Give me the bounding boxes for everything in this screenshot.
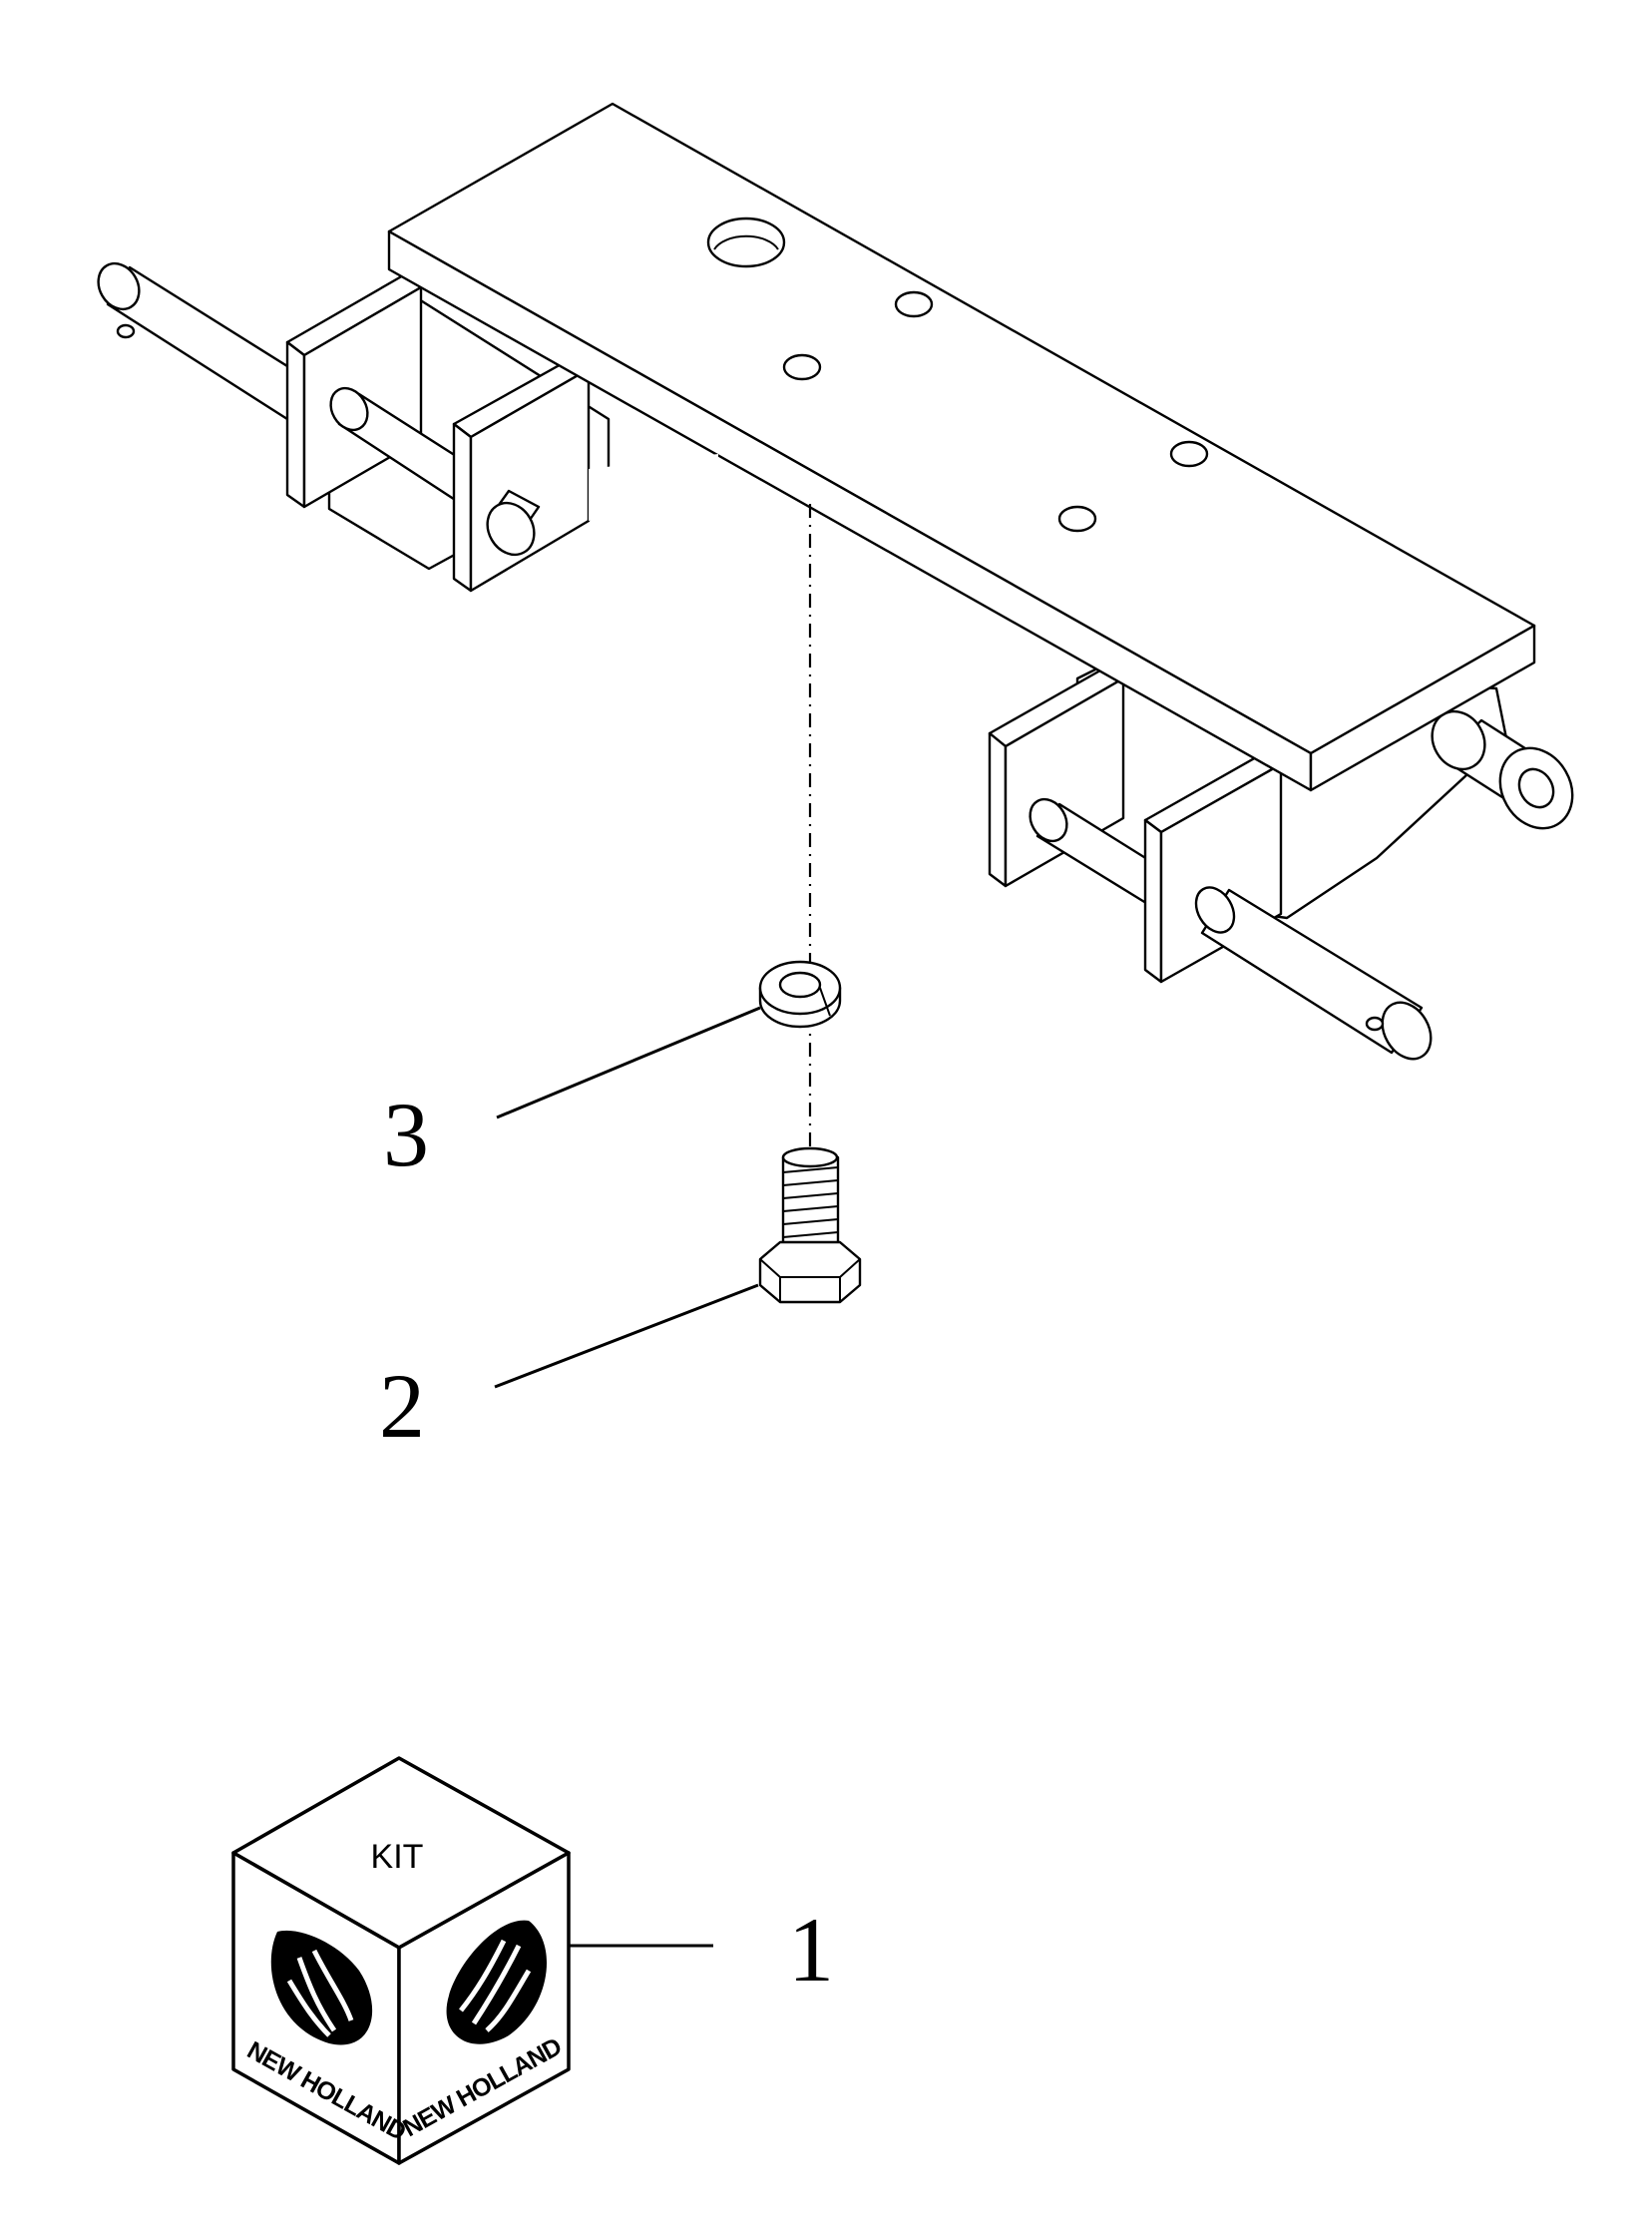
callout-1: 1 [788,1899,834,2001]
lock-washer [758,960,842,1029]
bracket-assembly [97,102,1574,1061]
left-shaft [97,261,313,421]
right-front-shaft [1194,886,1433,1061]
leader-line-3 [496,1006,761,1119]
kit-label: KIT [371,1838,424,1876]
leader-line-2 [494,1283,759,1389]
kit-box: KIT NEW HOLLAND NEW HOLLAND [231,1756,571,2165]
large-hole [706,217,786,268]
callout-3: 3 [383,1084,429,1185]
new-holland-leaf-logo-left [270,1930,373,2045]
left-middle-shaft [329,386,491,511]
new-holland-leaf-logo-right [446,1920,548,2044]
hex-bolt [758,1146,862,1304]
top-plate [387,102,1536,792]
right-bushing [1431,709,1574,830]
callout-2: 2 [379,1355,425,1457]
